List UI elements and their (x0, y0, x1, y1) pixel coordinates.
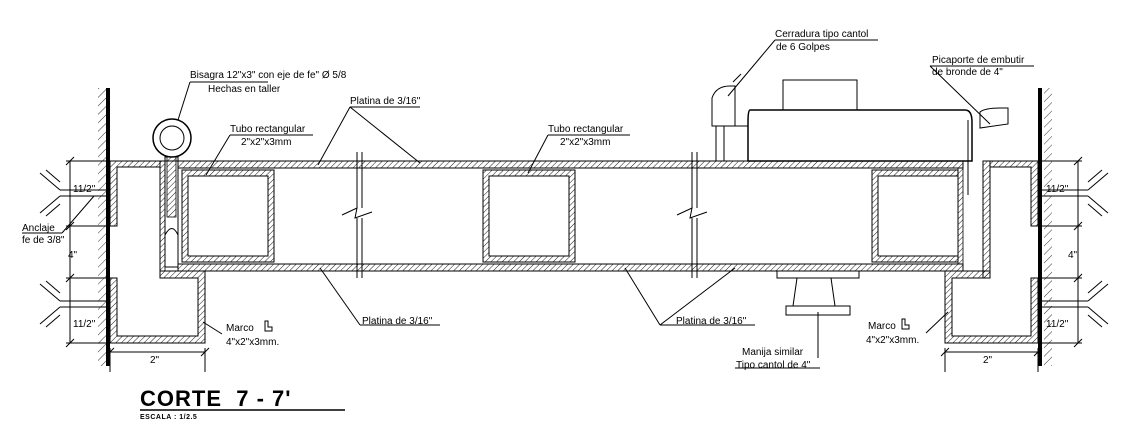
handle (776, 270, 860, 316)
label-tubo-mid-1: Tubo rectangular (548, 124, 624, 135)
label-platina-bottom-left: Platina de 3/16" (362, 316, 433, 327)
tube-left (181, 169, 275, 263)
label-tubo-left-1: Tubo rectangular (230, 124, 306, 135)
label-bisagra-2: Hechas en taller (208, 84, 281, 95)
label-platina-top: Platina de 3/16" (350, 96, 421, 107)
anchor-left-top (39, 169, 108, 217)
angle-symbol-left (264, 320, 273, 332)
label-marco-left-2: 4"x2"x3mm. (226, 337, 279, 348)
drawing-title: CORTE 7 - 7' (140, 386, 291, 411)
labels: Bisagra 12"x3" con eje de fe" Ø 5/8 Hech… (22, 29, 1025, 371)
lock (711, 79, 1009, 195)
door-leaf (159, 152, 964, 278)
dim-right-top: 11/2" (1046, 184, 1069, 195)
label-manija-2: Tipo cantol de 4" (736, 360, 811, 371)
leader-lines (22, 39, 1034, 369)
label-marco-left-1: Marco (226, 323, 254, 334)
bottom-plate (177, 263, 964, 272)
label-anclaje-2: fe de 3/8" (22, 235, 65, 246)
left-wall (98, 88, 110, 366)
label-marco-right-1: Marco (868, 321, 896, 332)
anchor-left-bottom (39, 280, 108, 328)
title-block: CORTE 7 - 7' ESCALA : 1/2.5 (140, 386, 345, 421)
angle-symbol-right (901, 318, 910, 330)
label-platina-bottom-right: Platina de 3/16" (676, 316, 747, 327)
label-manija-1: Manija similar (742, 347, 804, 358)
anchor-right-top (1040, 169, 1109, 217)
dims-right (940, 156, 1083, 372)
anchor-right-bottom (1040, 280, 1109, 328)
label-marco-right-2: 4"x2"x3mm. (866, 335, 919, 346)
label-tubo-left-2: 2"x2"x3mm (241, 137, 291, 148)
tube-right (871, 169, 959, 263)
break-line-1 (341, 152, 373, 278)
dim-right-width: 2" (983, 355, 993, 366)
label-bisagra-1: Bisagra 12"x3" con eje de fe" Ø 5/8 (190, 70, 347, 81)
dim-right-bottom: 11/2" (1046, 319, 1069, 330)
tube-middle (482, 169, 576, 263)
hinge (152, 118, 192, 268)
dim-left-bottom: 11/2" (73, 319, 96, 330)
dim-left-width: 2" (150, 355, 160, 366)
label-picaporte-1: Picaporte de embutir (932, 55, 1025, 66)
right-frame (944, 160, 1039, 344)
top-plate (177, 160, 964, 169)
dimension-labels: 11/2" 4" 11/2" 2" 11/2" 4" 11/2" 2" (68, 184, 1078, 366)
drawing-scale: ESCALA : 1/2.5 (140, 414, 197, 421)
label-cerradura-1: Cerradura tipo cantol (775, 29, 868, 40)
label-picaporte-2: de bronde de 4" (932, 67, 1003, 78)
dims-left (65, 156, 210, 372)
right-wall (1038, 88, 1052, 366)
break-line-2 (676, 152, 708, 278)
label-tubo-mid-2: 2"x2"x3mm (560, 137, 610, 148)
dim-left-top: 11/2" (73, 184, 96, 195)
label-cerradura-2: de 6 Golpes (776, 42, 830, 53)
dim-left-mid: 4" (68, 250, 78, 261)
dim-right-mid: 4" (1068, 250, 1078, 261)
label-anclaje-1: Anclaje (22, 223, 55, 234)
